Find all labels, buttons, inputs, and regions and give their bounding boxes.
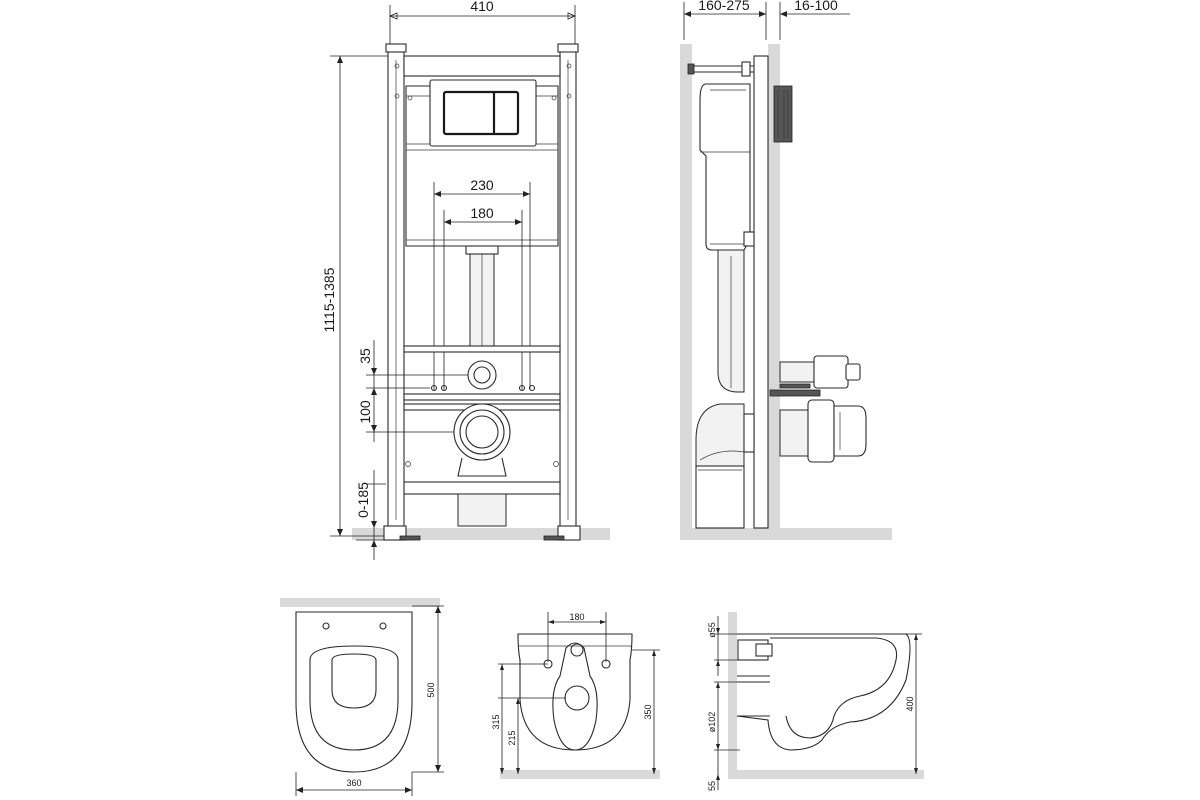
bowl-side-view: ø55 ø102 55 400 bbox=[707, 612, 924, 791]
dim-0-185: 0-185 bbox=[355, 482, 371, 518]
dim-flush-outer: 230 bbox=[470, 177, 494, 193]
bowl-back-view: 180 315 215 350 bbox=[491, 612, 660, 779]
dim-side-height: 400 bbox=[905, 696, 915, 711]
dim-mount-spacing: 180 bbox=[569, 612, 584, 622]
dim-bowl-length: 500 bbox=[426, 682, 436, 697]
dim-100: 100 bbox=[357, 400, 373, 424]
dim-35: 35 bbox=[357, 348, 373, 364]
side-view-frame: 160-275 16-100 bbox=[680, 0, 892, 540]
dim-flush-inner: 180 bbox=[470, 205, 494, 221]
dim-outlet-diameter: ø102 bbox=[707, 712, 717, 733]
dim-panel-depth: 16-100 bbox=[794, 0, 838, 13]
front-view-frame: 410 230 bbox=[321, 0, 610, 560]
dim-inlet-diameter: ø55 bbox=[707, 622, 717, 638]
dim-frame-height: 1115-1385 bbox=[321, 267, 337, 332]
dim-bowl-width: 360 bbox=[346, 778, 361, 788]
bowl-top-view: 500 360 bbox=[280, 598, 444, 796]
dim-mount-315: 315 bbox=[491, 714, 501, 729]
dim-bowl-350: 350 bbox=[643, 704, 653, 719]
dim-wall-depth: 160-275 bbox=[698, 0, 750, 13]
dim-mount-215: 215 bbox=[507, 730, 517, 745]
dim-frame-width: 410 bbox=[470, 0, 494, 14]
dim-side-offset: 55 bbox=[707, 781, 717, 791]
